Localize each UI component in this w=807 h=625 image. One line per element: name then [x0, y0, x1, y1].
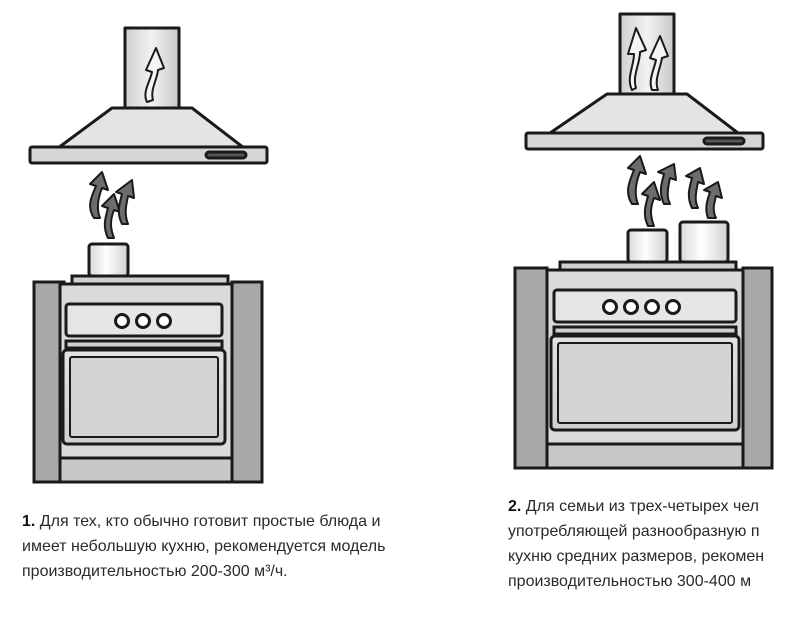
stove-1 [58, 274, 234, 484]
steam-1 [89, 171, 135, 239]
door-handle-bar [64, 339, 224, 350]
hood-base [524, 131, 765, 151]
pot-large [678, 220, 730, 264]
steam-arrow-icon [101, 193, 121, 239]
knob [156, 313, 172, 329]
steam-arrow-icon [685, 167, 705, 209]
air-arrow-icon [649, 35, 669, 91]
caption-2-number: 2. [508, 498, 522, 515]
knob [135, 313, 151, 329]
steam-2 [627, 155, 723, 227]
caption-2: 2. Для семьи из трех-четырех чел употреб… [508, 494, 764, 594]
caption-2-line-3: кухню средних размеров, рекомен [508, 548, 765, 565]
caption-1-line-1: 1. Для тех, кто обычно готовит простые б… [22, 509, 385, 534]
oven-window [557, 342, 733, 424]
cabinet-left-2 [513, 266, 549, 470]
knob [623, 299, 639, 315]
air-arrow-icon [627, 27, 647, 91]
knob [644, 299, 660, 315]
kitchen-hood-illustration [28, 12, 774, 484]
scene-2 [513, 12, 774, 470]
caption-2-text-1: Для семьи из трех-четырех чел [525, 498, 759, 515]
steam-arrow-icon [641, 181, 661, 227]
caption-2-line-1: 2. Для семьи из трех-четырех чел [508, 494, 764, 519]
stove-plinth [545, 442, 745, 470]
knob [602, 299, 618, 315]
range-hood-1 [28, 26, 269, 165]
hood-canopy [56, 106, 246, 150]
steam-arrow-icon [627, 155, 647, 205]
oven-window [69, 356, 219, 438]
caption-1: 1. Для тех, кто обычно готовит простые б… [22, 509, 385, 584]
steam-arrow-icon [657, 163, 677, 205]
stove-2 [545, 260, 745, 470]
hood-light-slot [204, 150, 248, 160]
caption-1-line-2: имеет небольшую кухню, рекомендуется мод… [22, 538, 386, 555]
steam-arrow-icon [115, 179, 135, 225]
cabinet-right-1 [230, 280, 264, 484]
knob [665, 299, 681, 315]
steam-arrow-icon [89, 171, 109, 219]
caption-1-number: 1. [22, 513, 36, 530]
caption-1-line-3: производительностью 200-300 м³/ч. [22, 563, 288, 580]
scene-1 [28, 26, 269, 484]
caption-2-line-2: употребляющей разнообразную п [508, 523, 760, 540]
cabinet-right-2 [741, 266, 774, 470]
range-hood-2 [524, 12, 765, 151]
stove-plinth [58, 456, 234, 484]
knob [114, 313, 130, 329]
air-arrow-icon [144, 47, 165, 103]
hood-light-slot [702, 136, 746, 146]
pot-small [626, 228, 669, 264]
caption-2-line-4: производительностью 300-400 м [508, 573, 752, 590]
pot-small [87, 242, 130, 278]
steam-arrow-icon [703, 181, 723, 219]
door-handle-bar [552, 325, 738, 336]
hood-canopy [548, 92, 740, 135]
caption-1-text-1: Для тех, кто обычно готовит простые блюд… [39, 513, 381, 530]
